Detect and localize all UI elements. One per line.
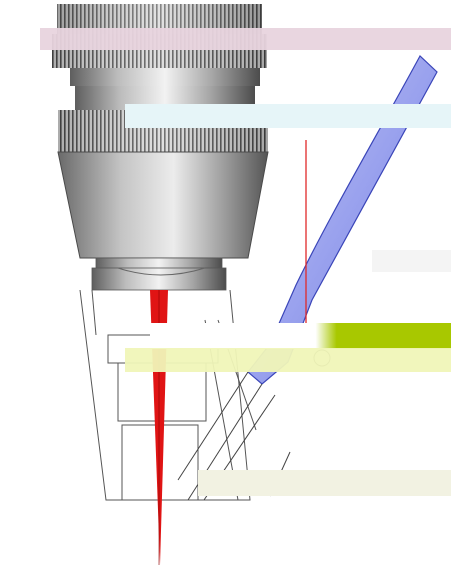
- label-band-bottom: [198, 470, 451, 496]
- label-band-green: [150, 323, 451, 349]
- label-band-yellow: [125, 348, 451, 372]
- label-band-cyan: [125, 104, 451, 128]
- label-band-top: [40, 28, 451, 50]
- nozzle-tip: [79, 289, 257, 501]
- focusing-cone: [57, 151, 269, 291]
- label-band-right: [372, 250, 451, 272]
- lens-housing: [52, 4, 268, 152]
